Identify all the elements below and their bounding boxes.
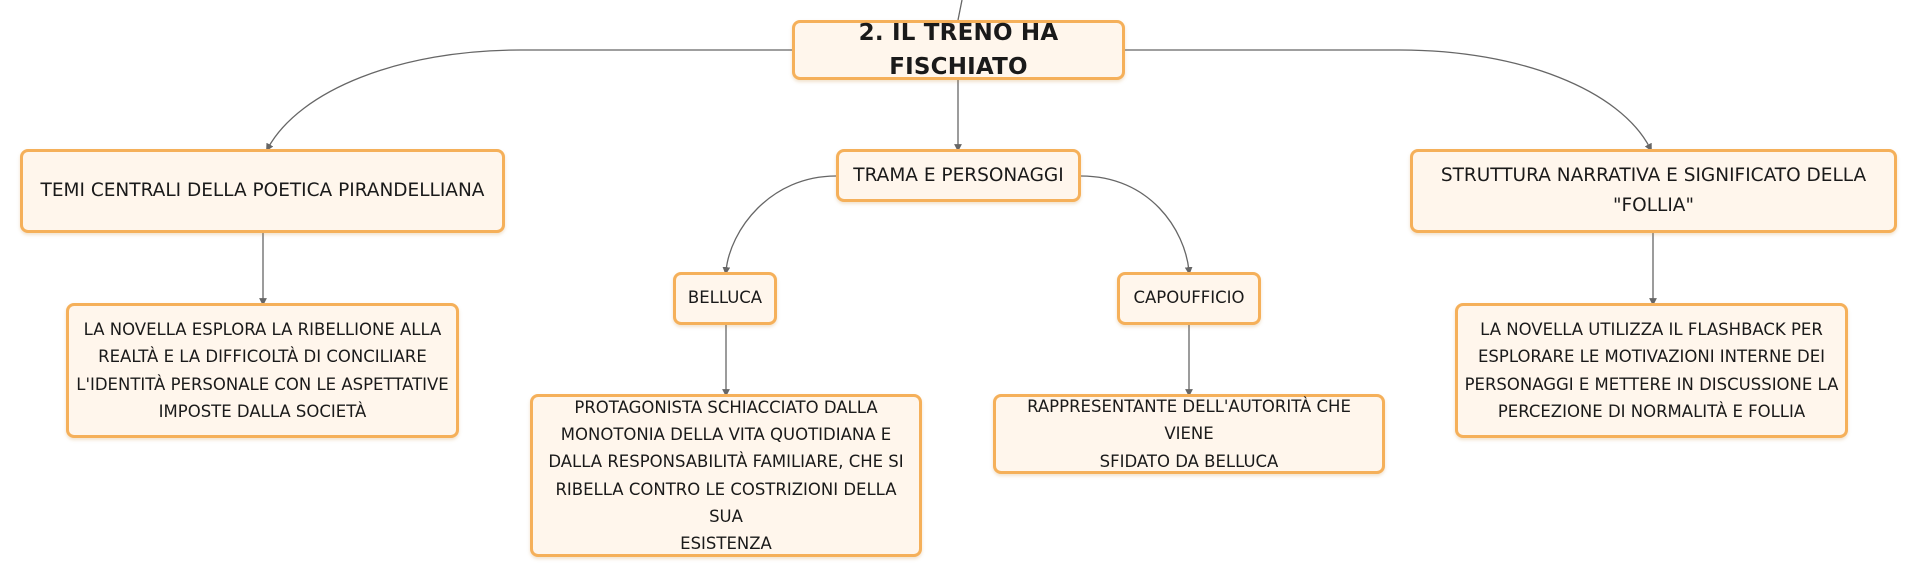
node-struttura-narrativa[interactable]: STRUTTURA NARRATIVA E SIGNIFICATO DELLA … [1410,149,1897,233]
node-capoufficio-label: CAPOUFFICIO [1133,288,1245,308]
connector-trama-belluca [722,175,837,275]
node-temi-centrali[interactable]: TEMI CENTRALI DELLA POETICA PIRANDELLIAN… [20,149,505,233]
connector-root-struttura [1125,49,1652,152]
node-capoufficio[interactable]: CAPOUFFICIO [1117,272,1261,325]
node-struttura-description[interactable]: LA NOVELLA UTILIZZA IL FLASHBACK PER ESP… [1455,303,1848,438]
capoufficio-description-text: RAPPRESENTANTE DELL'AUTORITÀ CHE VIENE S… [1027,397,1351,471]
root-node[interactable]: 2. IL TRENO HA FISCHIATO [792,20,1125,80]
node-belluca[interactable]: BELLUCA [673,272,777,325]
root-label: 2. IL TRENO HA FISCHIATO [858,19,1059,81]
node-capoufficio-description[interactable]: RAPPRESENTANTE DELL'AUTORITÀ CHE VIENE S… [993,394,1385,474]
connector-root-parent [957,0,963,21]
struttura-description-text: LA NOVELLA UTILIZZA IL FLASHBACK PER ESP… [1464,320,1839,421]
node-belluca-description[interactable]: PROTAGONISTA SCHIACCIATO DALLA MONOTONIA… [530,394,922,557]
node-trama-label: TRAMA E PERSONAGGI [853,164,1064,186]
node-struttura-label: STRUTTURA NARRATIVA E SIGNIFICATO DELLA … [1440,165,1867,216]
connector-trama-capo [1080,175,1193,275]
node-trama-personaggi[interactable]: TRAMA E PERSONAGGI [836,149,1081,202]
temi-description-text: LA NOVELLA ESPLORA LA RIBELLIONE ALLA RE… [76,320,449,421]
node-temi-description[interactable]: LA NOVELLA ESPLORA LA RIBELLIONE ALLA RE… [66,303,459,438]
connector-root-temi [266,49,792,152]
node-belluca-label: BELLUCA [687,288,763,308]
node-temi-label: TEMI CENTRALI DELLA POETICA PIRANDELLIAN… [40,180,485,202]
belluca-description-text: PROTAGONISTA SCHIACCIATO DALLA MONOTONIA… [548,397,904,553]
